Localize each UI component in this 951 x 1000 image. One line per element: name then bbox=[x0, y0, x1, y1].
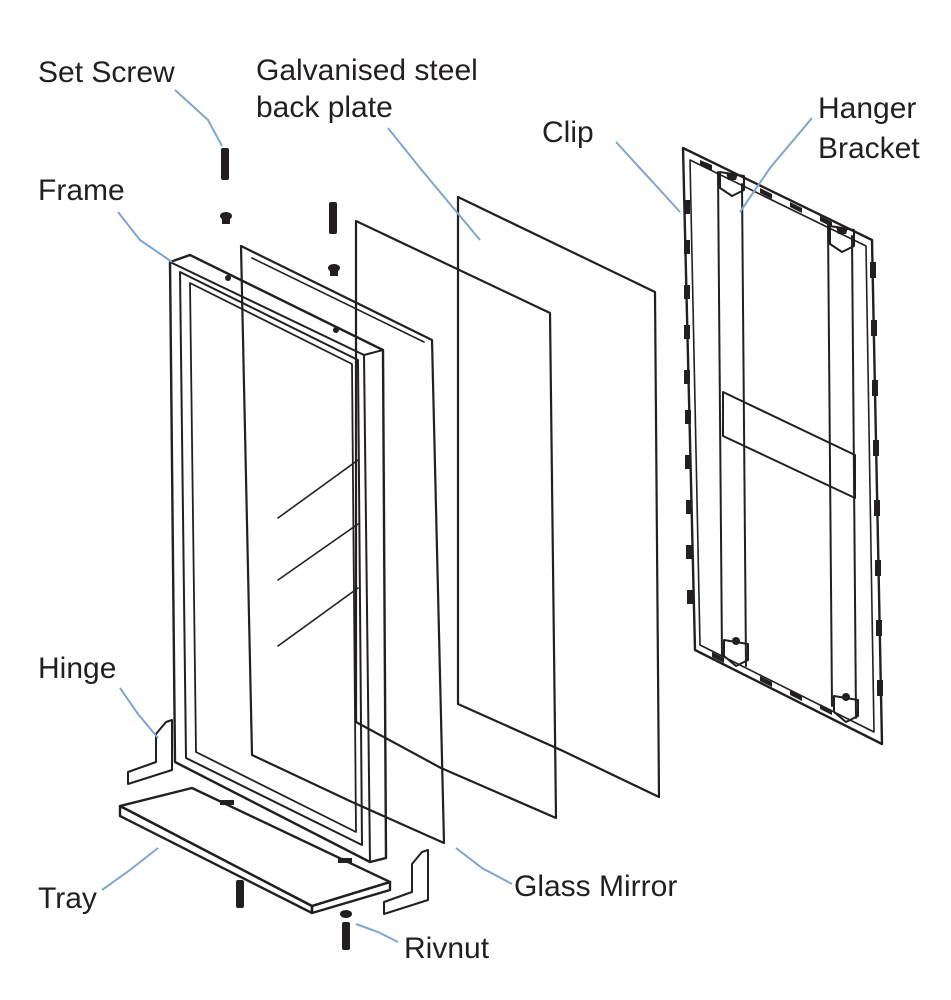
hanger-bracket-part bbox=[681, 146, 884, 746]
glass-mirror-label: Glass Mirror bbox=[514, 870, 677, 903]
rivnut-label: Rivnut bbox=[404, 932, 490, 965]
frame-part bbox=[168, 253, 388, 864]
hinge-part bbox=[127, 719, 429, 915]
back-plate-label-line2: back plate bbox=[256, 91, 393, 124]
middle-sheet-part bbox=[354, 219, 558, 820]
clip-label: Clip bbox=[542, 116, 594, 149]
tray-part bbox=[118, 786, 392, 950]
set-screw-label: Set Screw bbox=[38, 56, 175, 89]
glass-mirror-part bbox=[239, 244, 446, 845]
back-plate-label-line1: Galvanised steel bbox=[256, 54, 478, 87]
top-rivnut-part bbox=[220, 212, 340, 276]
leader-lines bbox=[101, 89, 813, 943]
set-screw-part bbox=[221, 148, 337, 234]
hinge-label: Hinge bbox=[38, 652, 116, 685]
frame-label: Frame bbox=[38, 174, 125, 207]
hanger-label-line1: Hanger bbox=[818, 92, 916, 125]
tray-label: Tray bbox=[38, 882, 97, 915]
back-plate-part bbox=[456, 195, 661, 799]
hanger-label-line2: Bracket bbox=[818, 132, 920, 165]
